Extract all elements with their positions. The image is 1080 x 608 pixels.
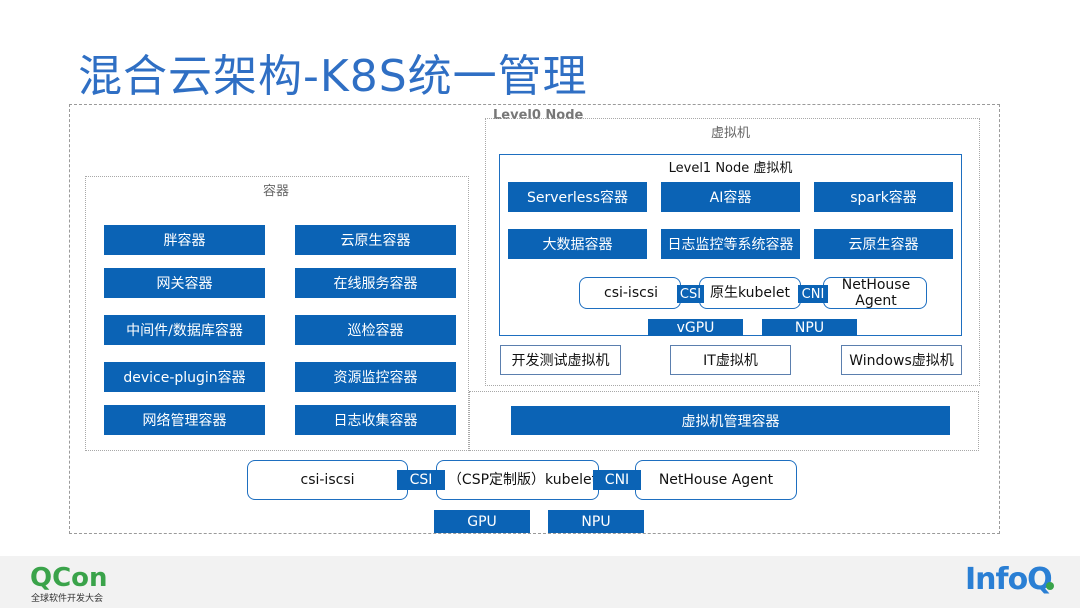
qcon-subtitle: 全球软件开发大会 [31, 594, 104, 604]
host-csi-iscsi-box: csi-iscsi [247, 460, 408, 500]
resource-monitor-container: 资源监控容器 [295, 362, 456, 392]
page-title: 混合云架构-K8S统一管理 [78, 51, 588, 102]
gpu-box: GPU [434, 510, 530, 533]
log-monitor-system-container: 日志监控等系统容器 [661, 229, 800, 259]
host-csi-tag: CSI [397, 470, 445, 490]
container-frame [85, 176, 469, 451]
level1-cloud-native-container: 云原生容器 [814, 229, 953, 259]
device-plugin-container: device-plugin容器 [104, 362, 265, 392]
host-kubelet-box: （CSP定制版）kubelet [436, 460, 599, 500]
qcon-logo: QCon [30, 563, 108, 593]
vm-label: 虚拟机 [711, 126, 751, 141]
serverless-container: Serverless容器 [508, 182, 647, 212]
vgpu-box: vGPU [648, 319, 743, 336]
vm-mgmt-container: 虚拟机管理容器 [511, 406, 950, 435]
host-cni-tag: CNI [593, 470, 641, 490]
level0-node-frame [69, 104, 1000, 534]
it-vm: IT虚拟机 [670, 345, 791, 375]
vm-mgmt-frame [469, 391, 979, 451]
fat-container: 胖容器 [104, 225, 265, 255]
bigdata-container: 大数据容器 [508, 229, 647, 259]
spark-container: spark容器 [814, 182, 953, 212]
host-npu-box: NPU [548, 510, 644, 533]
level1-csi-tag: CSI [677, 285, 704, 303]
level1-cni-tag: CNI [798, 285, 828, 303]
online-service-container: 在线服务容器 [295, 268, 456, 298]
log-collect-container: 日志收集容器 [295, 405, 456, 435]
level1-csi-iscsi-box: csi-iscsi [579, 277, 681, 309]
level0-node-label: Level0 Node [491, 108, 586, 123]
infoq-dot-icon [1046, 582, 1054, 590]
level1-kubelet-box: 原生kubelet [699, 277, 801, 309]
footer-bar [0, 556, 1080, 608]
level1-nethouse-box: NetHouse Agent [823, 277, 927, 309]
gateway-container: 网关容器 [104, 268, 265, 298]
middleware-db-container: 中间件/数据库容器 [104, 315, 265, 345]
host-nethouse-box: NetHouse Agent [635, 460, 797, 500]
vm-frame [485, 118, 980, 386]
ai-container: AI容器 [661, 182, 800, 212]
container-label: 容器 [263, 184, 290, 199]
level1-node-label: Level1 Node 虚拟机 [668, 161, 793, 176]
dev-test-vm: 开发测试虚拟机 [500, 345, 621, 375]
network-mgmt-container: 网络管理容器 [104, 405, 265, 435]
windows-vm: Windows虚拟机 [841, 345, 962, 375]
cloud-native-container: 云原生容器 [295, 225, 456, 255]
infoq-logo: InfoQ [965, 562, 1053, 597]
inspection-container: 巡检容器 [295, 315, 456, 345]
level1-npu-box: NPU [762, 319, 857, 336]
